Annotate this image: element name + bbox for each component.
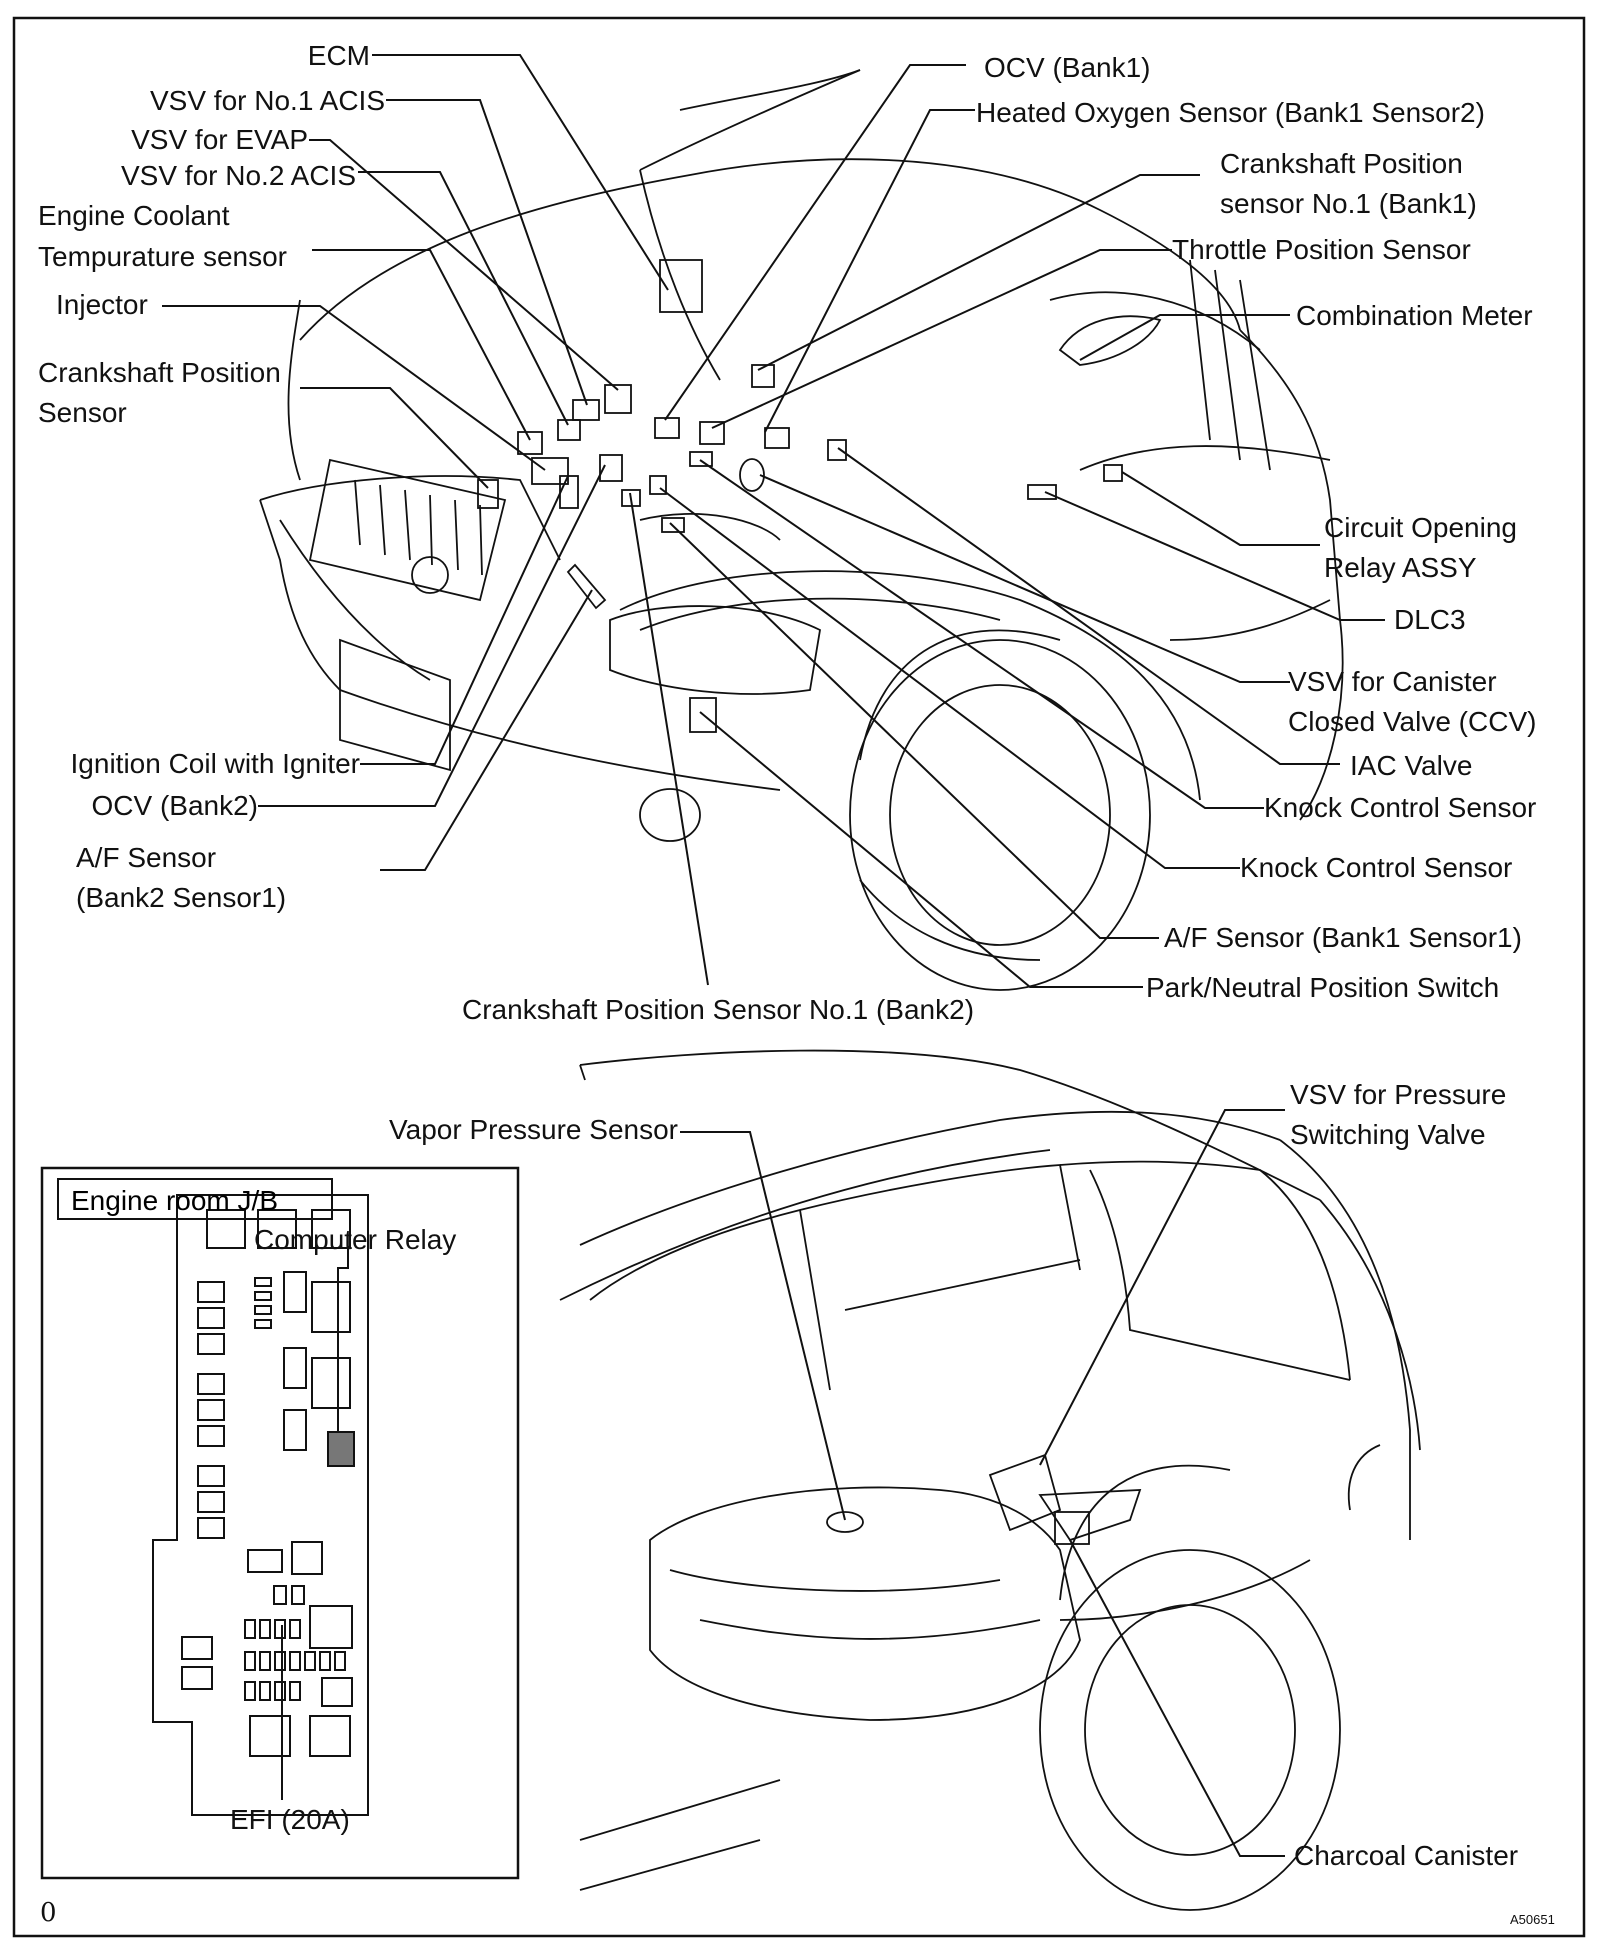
ignition-coil-shape — [559, 475, 579, 509]
iac-valve-shape — [827, 439, 847, 461]
ecm-unit — [659, 259, 703, 313]
af-bank1-shape — [661, 517, 685, 533]
label-computer-relay: Computer Relay — [254, 1224, 457, 1255]
label-ho2-sensor: Heated Oxygen Sensor (Bank1 Sensor2) — [976, 97, 1485, 128]
tps-shape — [699, 421, 725, 445]
label-circuit-opening-relay-line2: Relay ASSY — [1324, 552, 1477, 583]
dlc3-shape — [1027, 484, 1057, 500]
label-ect-sensor-line2: Tempurature sensor — [38, 241, 288, 272]
figure-code: A50651 — [1510, 1912, 1555, 1927]
vsv-acis2-shape — [557, 419, 581, 441]
label-vsv-evap: VSV for EVAP — [131, 124, 308, 155]
label-vsv-acis2: VSV for No.2 ACIS — [121, 160, 356, 191]
af-bank2-shape — [566, 563, 607, 610]
injector-shape — [531, 457, 569, 485]
label-ect-sensor-line1: Engine Coolant — [38, 200, 230, 231]
vehicle-rear-drawing — [559, 1049, 1421, 1911]
inset-frame — [40, 1166, 520, 1880]
label-af-bank1: A/F Sensor (Bank1 Sensor1) — [1164, 922, 1522, 953]
pnp-switch-shape — [689, 697, 717, 733]
label-combination-meter: Combination Meter — [1296, 300, 1533, 331]
label-vsv-acis1: VSV for No.1 ACIS — [150, 85, 385, 116]
label-efi-fuse: EFI (20A) — [230, 1804, 350, 1835]
label-ignition-coil: Ignition Coil with Igniter — [70, 748, 360, 779]
label-af-bank2-line1: A/F Sensor — [76, 842, 217, 873]
vsv-evap-shape — [604, 384, 632, 414]
ect-sensor-shape — [517, 431, 543, 455]
label-circuit-opening-relay-line1: Circuit Opening — [1324, 512, 1517, 543]
label-injector: Injector — [56, 289, 148, 320]
label-tps: Throttle Position Sensor — [1172, 234, 1471, 265]
ocv-bank1-shape — [654, 417, 680, 439]
ocv-bank2-shape — [599, 454, 623, 482]
combination-meter-shape — [1058, 315, 1162, 366]
label-ckp-no1-bank2: Crankshaft Position Sensor No.1 (Bank2) — [462, 994, 975, 1025]
circuit-opening-relay-shape — [1103, 464, 1123, 482]
label-knock-sensor-1: Knock Control Sensor — [1264, 792, 1537, 823]
ckp-no1-bank1-shape — [751, 364, 775, 388]
leader-lines-lower — [680, 1109, 1285, 1857]
label-knock-sensor-2: Knock Control Sensor — [1240, 852, 1513, 883]
vehicle-front-drawing — [259, 69, 1344, 991]
label-vapor-pressure: Vapor Pressure Sensor — [389, 1114, 678, 1145]
ckp-no1-bank2-shape — [621, 489, 641, 507]
label-ecm: ECM — [307, 40, 370, 71]
knock-sensor-2-shape — [649, 475, 667, 495]
label-dlc3: DLC3 — [1394, 604, 1466, 635]
knock-sensor-1-shape — [689, 451, 713, 467]
ckp-sensor-shape — [477, 479, 499, 509]
label-ckp-no1-bank1-line2: sensor No.1 (Bank1) — [1220, 188, 1477, 219]
label-ckp-no1-bank1-line1: Crankshaft Position — [1220, 148, 1463, 179]
computer-relay-highlight — [327, 1431, 355, 1467]
vsv-canister-shape — [739, 458, 765, 492]
label-af-bank2-line2: (Bank2 Sensor1) — [76, 882, 287, 913]
label-vsv-pressure-line1: VSV for Pressure — [1290, 1079, 1507, 1110]
ho2-sensor-shape — [764, 427, 790, 449]
vsv-pressure-shape — [1038, 1489, 1142, 1542]
label-ckp-sensor-line2: Sensor — [38, 397, 127, 428]
label-vsv-canister-line2: Closed Valve (CCV) — [1288, 706, 1537, 737]
label-iac-valve: IAC Valve — [1350, 750, 1473, 781]
label-charcoal-canister: Charcoal Canister — [1294, 1840, 1519, 1871]
leader-lines-upper — [162, 54, 1385, 988]
label-vsv-canister-line1: VSV for Canister — [1288, 666, 1497, 697]
vapor-pressure-sensor-shape — [826, 1511, 864, 1533]
label-pnp-switch: Park/Neutral Position Switch — [1146, 972, 1500, 1003]
label-ckp-sensor-line1: Crankshaft Position — [38, 357, 281, 388]
fuel-tank — [649, 1486, 1081, 1721]
footer-left-mark: 0 — [40, 1898, 57, 1928]
junction-block-inset — [40, 1166, 520, 1880]
jb-title: Engine room J/B — [57, 1178, 333, 1220]
label-vsv-pressure-line2: Switching Valve — [1290, 1119, 1486, 1150]
label-ocv-bank2: OCV (Bank2) — [91, 790, 259, 821]
label-ocv-bank1: OCV (Bank1) — [984, 52, 1151, 83]
page-frame — [12, 16, 1586, 1938]
charcoal-canister-shape — [988, 1453, 1062, 1532]
jb-outline — [152, 1194, 369, 1816]
